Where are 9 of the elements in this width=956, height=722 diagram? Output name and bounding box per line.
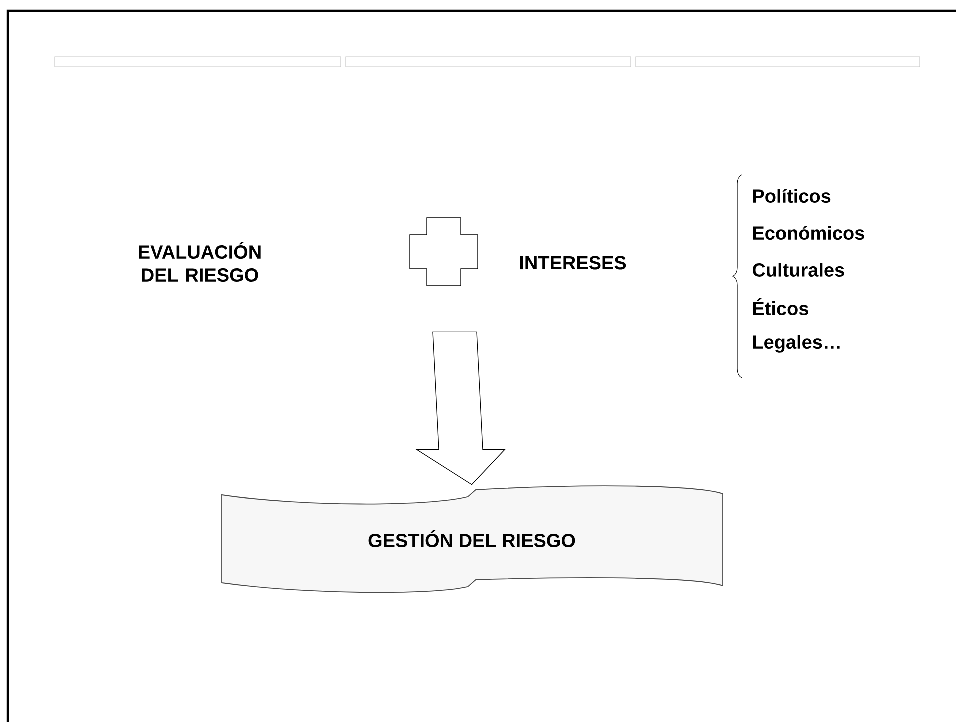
cross-shape xyxy=(410,218,478,286)
list-item: Legales… xyxy=(753,335,840,353)
list-item: Éticos xyxy=(753,298,808,316)
block-arrow xyxy=(416,332,506,486)
list-item: Culturales xyxy=(753,263,844,277)
list-item: Económicos xyxy=(753,226,864,240)
heading-text: INTERESES xyxy=(520,256,626,270)
list-item: Políticos xyxy=(753,188,831,204)
heading-text: EVALUACIÓN DEL RIESGO xyxy=(139,242,261,282)
